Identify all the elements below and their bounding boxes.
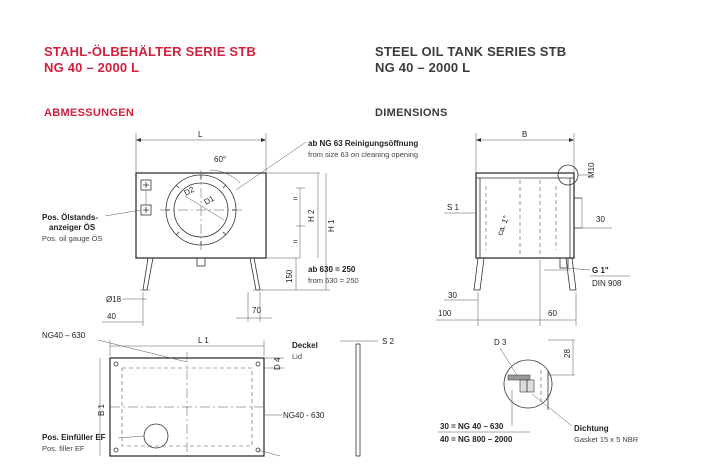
- din-908: DIN 908: [592, 279, 622, 288]
- dim-H1: H 1: [327, 219, 336, 232]
- cleaning-de: ab NG 63 Reinigungsöffnung: [308, 139, 418, 148]
- title-en: STEEL OIL TANK SERIES STB NG 40 – 2000 L: [375, 44, 566, 76]
- dim-B1: B 1: [97, 403, 106, 416]
- ng40-630-bottom: NG40 - 630: [283, 411, 325, 420]
- dim-D3: D 3: [494, 338, 507, 347]
- dim-60: 60: [548, 309, 557, 318]
- dim-S2: S 2: [382, 337, 395, 346]
- subtitle-de: ABMESSUNGEN: [44, 107, 135, 119]
- top-view: L 1 B 1 NG40 - 630 NG40 – 630 D 4: [42, 331, 325, 460]
- bolt-marks: [166, 175, 236, 245]
- dim-28: 28: [563, 349, 572, 358]
- dim-40: 40: [107, 312, 116, 321]
- dim-M10: M10: [587, 162, 596, 178]
- dim-D2: D2: [183, 185, 197, 198]
- filler-en: Pos. filler EF: [42, 444, 85, 453]
- title-de: STAHL-ÖLBEHÄLTER SERIE STB NG 40 – 2000 …: [44, 44, 256, 76]
- dim-100: 100: [438, 309, 452, 318]
- filler-de: Pos. Einfüller EF: [42, 433, 106, 442]
- dim-30-right: 30: [596, 215, 605, 224]
- lid-en: Lid: [292, 352, 302, 361]
- dim-B: B: [522, 130, 527, 139]
- cleaning-en: from size 63 on cleaning opening: [308, 150, 418, 159]
- dim-L: L: [198, 130, 203, 139]
- dim-ca1: ca. 1°: [495, 214, 510, 236]
- dim-70: 70: [252, 306, 261, 315]
- title-de-line2: NG 40 – 2000 L: [44, 60, 140, 75]
- dim-D4: D 4: [273, 357, 282, 370]
- ab630-en: from 630 = 250: [308, 276, 359, 285]
- title-en-line2: NG 40 – 2000 L: [375, 60, 471, 75]
- ng40-630-top: NG40 – 630: [42, 331, 86, 340]
- eq-mark-1: =: [293, 194, 298, 203]
- eq-mark-2: =: [293, 237, 298, 246]
- angle-60: 60°: [214, 155, 226, 164]
- d3-30: 30 = NG 40 – 630: [440, 422, 504, 431]
- dim-d18: Ø18: [106, 295, 122, 304]
- gasket-de: Dichtung: [574, 424, 609, 433]
- detail-d3: D 3 28 30 = NG 40 – 630 40 = NG 800 – 20…: [438, 338, 639, 444]
- gauge-de-1: Pos. Ölstands-: [42, 213, 98, 222]
- gauge-de-2: anzeiger ÖS: [49, 223, 96, 232]
- title-en-line1: STEEL OIL TANK SERIES STB: [375, 44, 567, 59]
- dim-D1: D1: [203, 194, 217, 207]
- gasket-en: Gasket 15 x 5 NBR: [574, 435, 639, 444]
- d3-40: 40 = NG 800 – 2000: [440, 435, 513, 444]
- dim-H2: H 2: [307, 209, 316, 222]
- subtitle-en: DIMENSIONS: [375, 107, 448, 119]
- lid-de: Deckel: [292, 341, 318, 350]
- dim-S1: S 1: [447, 203, 460, 212]
- dim-G1: G 1": [592, 266, 609, 275]
- gauge-en: Pos. oil gauge ÖS: [42, 234, 102, 243]
- dim-30-left: 30: [448, 291, 457, 300]
- dim-L1: L 1: [198, 336, 209, 345]
- side-view: B M10 30 S 1 ca. 1° G 1" DIN 9: [436, 130, 630, 326]
- dim-150: 150: [285, 269, 294, 283]
- ab630-de: ab 630 = 250: [308, 265, 356, 274]
- front-view: L D1 D2 60°: [102, 130, 418, 326]
- title-de-line1: STAHL-ÖLBEHÄLTER SERIE STB: [44, 44, 256, 59]
